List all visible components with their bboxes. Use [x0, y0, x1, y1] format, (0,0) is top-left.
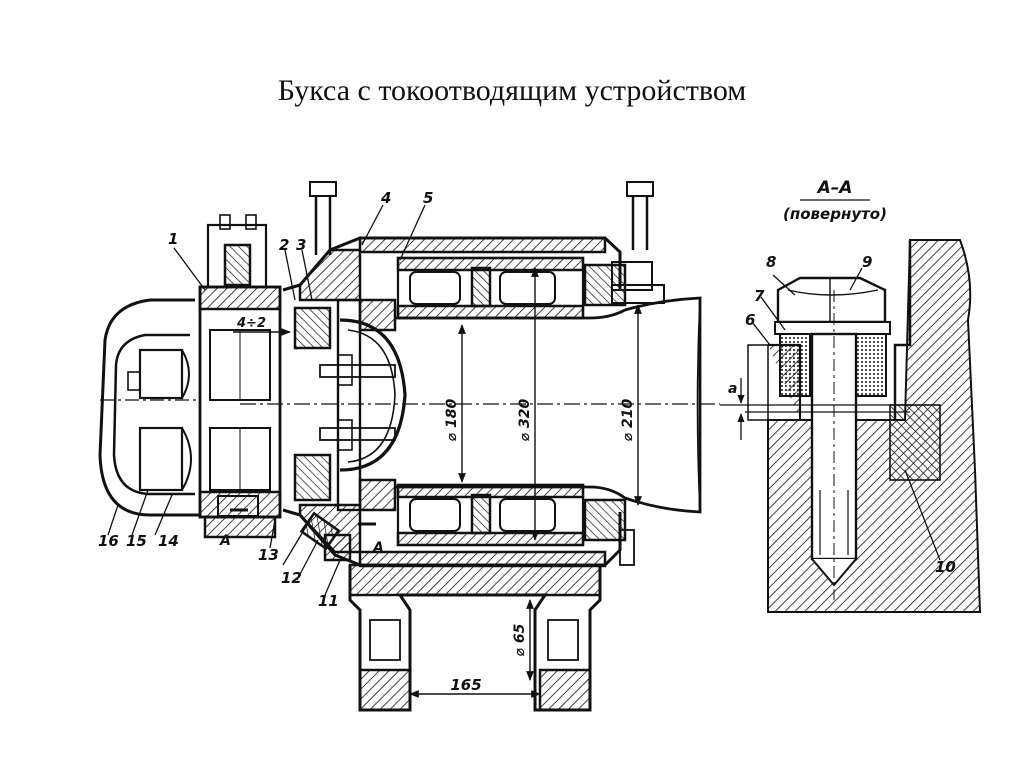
- label-8: 8: [766, 253, 776, 271]
- label-15: 15: [126, 532, 147, 550]
- label-2: 2: [279, 236, 289, 254]
- label-9: 9: [862, 253, 872, 271]
- label-11: 11: [318, 592, 339, 610]
- label-7: 7: [754, 287, 765, 305]
- section-marker-a-left: A: [219, 533, 231, 549]
- dimension-lines: [233, 267, 642, 698]
- section-view-a-a: [720, 239, 982, 613]
- label-6: 6: [745, 311, 755, 329]
- label-13: 13: [258, 546, 279, 564]
- label-16: 16: [98, 532, 119, 550]
- label-4: 4: [380, 189, 391, 207]
- section-subtitle: (повернуто): [783, 205, 887, 223]
- label-10: 10: [935, 558, 956, 576]
- label-3: 3: [296, 236, 306, 254]
- label-gap: 4÷2: [236, 316, 266, 331]
- section-markers: [230, 508, 376, 526]
- slide-title: Букса с токоотводящим устройством: [277, 74, 747, 107]
- dim-65: ⌀ 65: [512, 623, 528, 656]
- section-title: A–A: [816, 178, 853, 198]
- label-14: 14: [158, 532, 179, 550]
- dim-320: ⌀ 320: [517, 398, 533, 441]
- label-1: 1: [168, 230, 178, 248]
- dim-210: ⌀ 210: [620, 398, 636, 441]
- label-5: 5: [423, 189, 433, 207]
- gap-a-label: a: [728, 381, 737, 397]
- dim-180: ⌀ 180: [444, 398, 460, 441]
- leader-lines: [107, 204, 426, 596]
- main-view: [98, 181, 720, 712]
- section-marker-a-right: A: [372, 540, 384, 556]
- label-12: 12: [281, 569, 302, 587]
- dim-165: 165: [450, 676, 481, 694]
